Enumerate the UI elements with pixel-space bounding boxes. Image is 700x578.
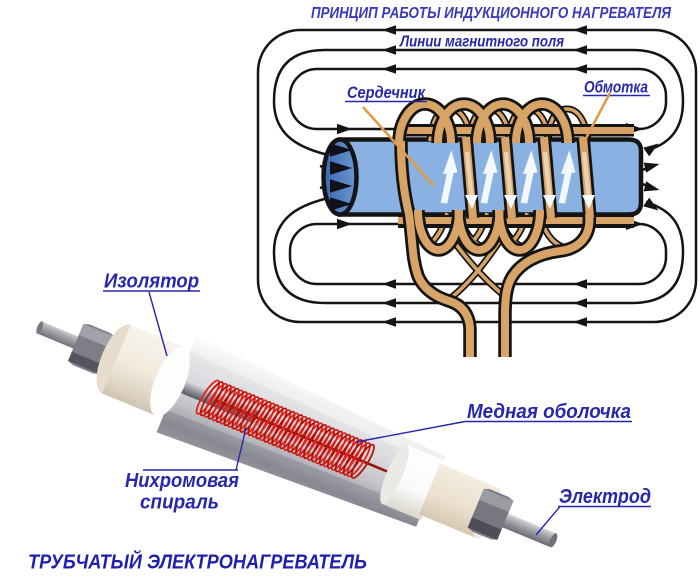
svg-text:Линии магнитного поля: Линии магнитного поля (399, 34, 564, 51)
svg-text:Нихромовая: Нихромовая (125, 470, 239, 492)
svg-text:Обмотка: Обмотка (584, 79, 648, 97)
svg-text:Изолятор: Изолятор (104, 271, 199, 293)
svg-text:спираль: спираль (140, 492, 219, 514)
svg-text:Электрод: Электрод (559, 486, 651, 508)
svg-text:ТРУБЧАТЫЙ ЭЛЕКТРОНАГРЕВАТЕЛЬ: ТРУБЧАТЫЙ ЭЛЕКТРОНАГРЕВАТЕЛЬ (28, 550, 367, 574)
svg-text:Сердечник: Сердечник (347, 84, 426, 102)
svg-text:ПРИНЦИП РАБОТЫ ИНДУКЦИОННОГО Н: ПРИНЦИП РАБОТЫ ИНДУКЦИОННОГО НАГРЕВАТЕЛЯ (311, 5, 671, 22)
svg-text:Медная оболочка: Медная оболочка (467, 401, 631, 423)
